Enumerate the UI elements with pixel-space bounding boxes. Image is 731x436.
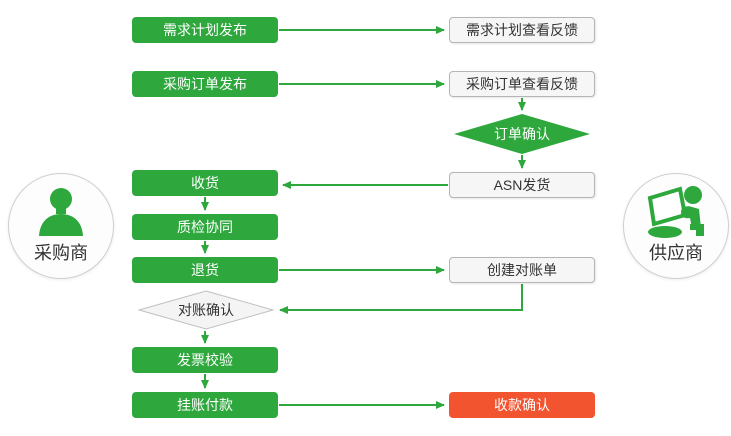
node-po-publish: 采购订单发布	[132, 71, 278, 97]
node-label: 对账确认	[178, 302, 234, 318]
node-order-confirm: 订单确认	[454, 114, 590, 154]
diamond-shape-icon	[454, 114, 590, 154]
supplier-person-computer-icon	[624, 182, 728, 244]
node-invoice-verify: 发票校验	[132, 347, 278, 373]
buyer-person-icon	[9, 182, 113, 244]
actor-supplier: 供应商	[623, 173, 729, 279]
actor-buyer: 采购商	[8, 173, 114, 279]
node-quality-collab: 质检协同	[132, 214, 278, 240]
node-receive: 收货	[132, 170, 278, 196]
node-receipt-confirm: 收款确认	[449, 392, 595, 418]
node-return-goods: 退货	[132, 257, 278, 283]
node-label: 订单确认	[494, 126, 550, 142]
node-create-statement: 创建对账单	[449, 257, 595, 283]
actor-buyer-label: 采购商	[34, 243, 88, 263]
diamond-shape-icon	[138, 290, 274, 330]
node-pay-on-account: 挂账付款	[132, 392, 278, 418]
node-demand-plan-feedback: 需求计划查看反馈	[449, 17, 595, 43]
actor-supplier-label: 供应商	[649, 243, 703, 263]
node-asn-ship: ASN发货	[449, 172, 595, 198]
node-po-feedback: 采购订单查看反馈	[449, 71, 595, 97]
node-statement-confirm: 对账确认	[138, 290, 274, 330]
node-demand-plan-publish: 需求计划发布	[132, 17, 278, 43]
